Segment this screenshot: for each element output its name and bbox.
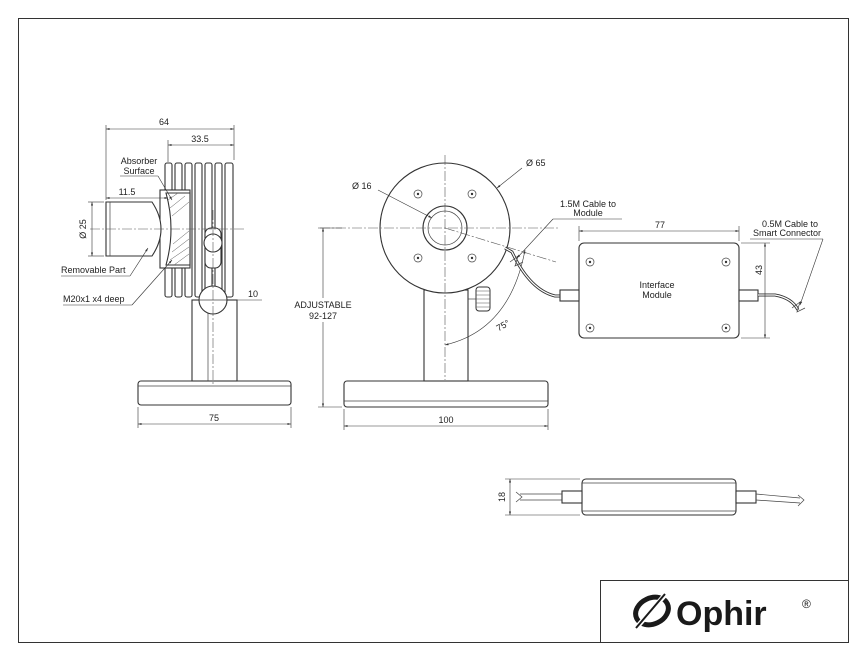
side-base (137, 380, 292, 406)
cable-label-line2: Module (573, 208, 603, 218)
module-cable-label-line2: Smart Connector (753, 228, 821, 238)
logo-box: Ophir ® (600, 580, 849, 643)
dim-side-width: 64 (159, 117, 169, 127)
module-label-line2: Module (642, 290, 672, 300)
front-post (423, 289, 469, 382)
adjustable-line1: ADJUSTABLE (294, 300, 351, 310)
side-module-view: 18 (497, 478, 805, 516)
side-view: 64 33.5 Absorber Surface 11.5 Ø 25 Remov… (61, 117, 292, 428)
module-cable-label-line1: 0.5M Cable to (762, 219, 818, 229)
front-view: 75° Ø 65 Ø 16 ADJUSTABLE 92-127 100 1.5M… (288, 155, 622, 430)
cable-label-line1: 1.5M Cable to (560, 199, 616, 209)
dim-front-aperture: Ø 16 (352, 181, 372, 191)
dim-side-base: 75 (209, 413, 219, 423)
logo-registered-mark: ® (802, 597, 811, 611)
ophir-logo-icon (633, 593, 671, 629)
side-module-box (581, 478, 737, 516)
dim-body-dia: Ø 65 (526, 158, 546, 168)
absorber-label-line1: Absorber (121, 156, 158, 166)
module-label-line1: Interface (639, 280, 674, 290)
dim-side-offset: 33.5 (191, 134, 209, 144)
dim-knob: 10 (248, 289, 258, 299)
front-base (343, 380, 549, 408)
dim-front-base: 100 (438, 415, 453, 425)
dim-aperture-offset: 11.5 (119, 187, 136, 197)
removable-part-label: Removable Part (61, 265, 126, 275)
drawing-frame (18, 18, 849, 643)
interface-module-view: Interface Module 77 43 0.5M Cable to Sma… (559, 219, 824, 339)
removable-part (105, 201, 162, 257)
dim-aperture-dia: Ø 25 (78, 219, 88, 239)
thread-label: M20x1 x4 deep (63, 294, 125, 304)
absorber-label-line2: Surface (123, 166, 154, 176)
angle-label: 75° (495, 318, 512, 334)
module-screws (585, 257, 731, 333)
logo-brand-text: Ophir (676, 595, 767, 633)
dim-module-thickness: 18 (497, 492, 507, 502)
adjustable-line2: 92-127 (309, 311, 337, 321)
dim-module-height: 43 (754, 265, 764, 275)
dim-module-length: 77 (655, 220, 665, 230)
